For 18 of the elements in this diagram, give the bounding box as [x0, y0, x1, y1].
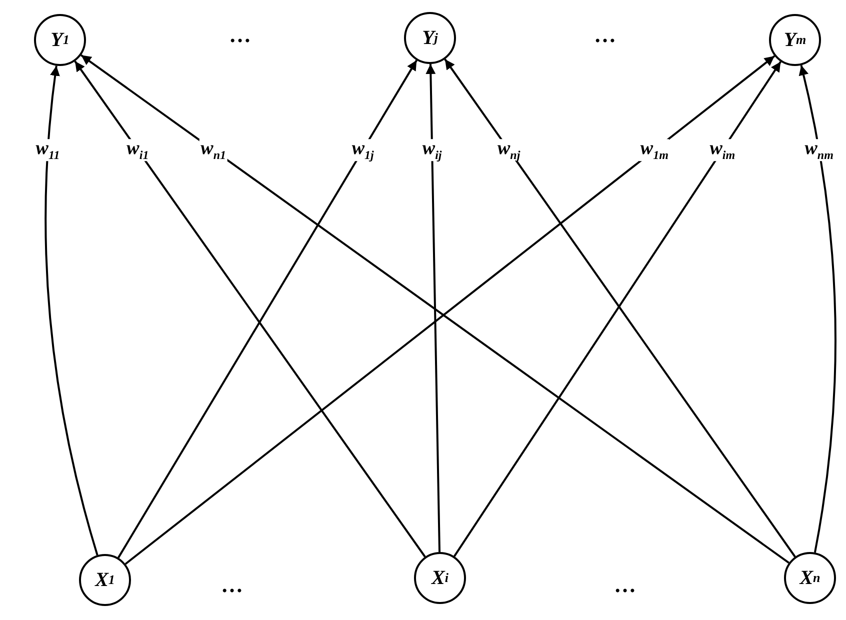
- arrow: [74, 60, 426, 558]
- edge-label: w$_{ij}$: [421, 139, 443, 161]
- arrow: [798, 65, 836, 553]
- edge-label: w$_{11}$: [34, 139, 61, 161]
- edge-label: w$_{nj}$: [496, 139, 522, 161]
- edge-label: w$_{nm}$: [804, 139, 834, 161]
- edge-label: w$_{i1}$: [126, 139, 150, 161]
- arrow: [44, 66, 98, 556]
- ellipsis-label: …: [221, 572, 243, 598]
- ellipsis-label: …: [594, 22, 616, 48]
- ellipsis-label: …: [229, 22, 251, 48]
- arrow: [118, 60, 418, 558]
- edge-label: w$_{1m}$: [639, 139, 670, 161]
- edge-label: w$_{n1}$: [200, 139, 228, 161]
- arrow: [426, 64, 441, 552]
- edge-label: w$_{1j}$: [350, 139, 375, 161]
- ellipsis-label: …: [614, 572, 636, 598]
- edge-label: w$_{im}$: [708, 139, 736, 161]
